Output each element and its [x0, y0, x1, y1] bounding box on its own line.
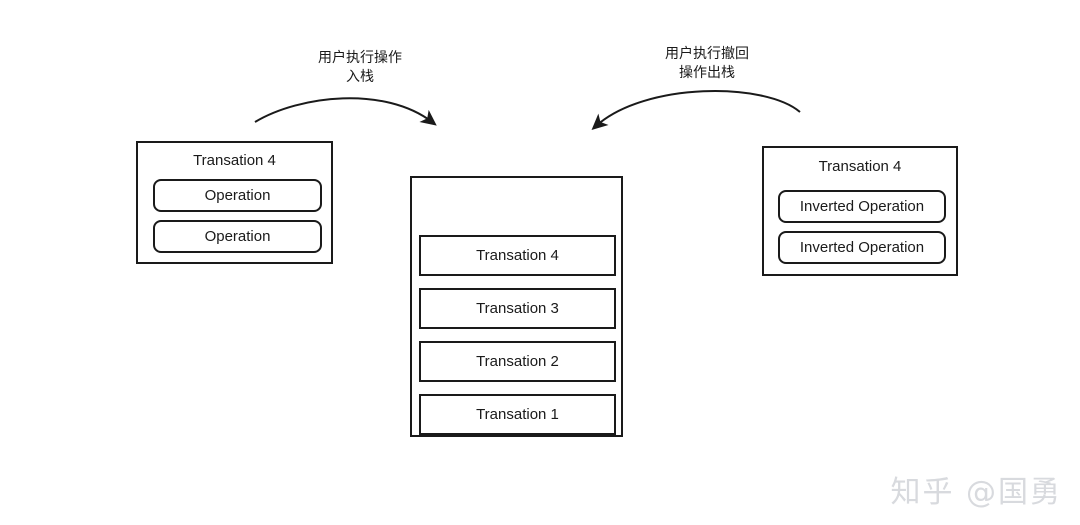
inverted-operation-box-label: Inverted Operation [799, 198, 925, 215]
operation-box[interactable]: Operation [153, 179, 322, 212]
pop-annotation: 用户执行撤回 操作出栈 [665, 45, 749, 80]
push-arrow [254, 97, 437, 126]
inverted-transaction-group: Transation 4 Inverted Operation Inverted… [762, 146, 958, 276]
inverted-operation-box[interactable]: Inverted Operation [778, 231, 946, 264]
transaction-stack: Transation 4 Transation 3 Transation 2 T… [410, 176, 623, 437]
inverted-transaction-group-title: Transation 4 [818, 158, 902, 175]
inverted-operation-box[interactable]: Inverted Operation [778, 190, 946, 223]
inverted-operation-box-label: Inverted Operation [799, 239, 925, 256]
pop-arrow [591, 90, 801, 131]
transaction-source-group-title: Transation 4 [193, 152, 276, 169]
stack-row-label: Transation 3 [476, 300, 559, 317]
stack-row[interactable]: Transation 1 [419, 394, 616, 435]
watermark: 知乎 @国勇 [890, 475, 1062, 510]
stack-row-label: Transation 2 [476, 353, 559, 370]
stack-row-label: Transation 4 [476, 247, 559, 264]
push-annotation: 用户执行操作 入栈 [318, 49, 402, 84]
operation-box-label: Operation [204, 187, 271, 204]
operation-box-label: Operation [204, 228, 271, 245]
stack-row-label: Transation 1 [476, 406, 559, 423]
stack-row[interactable]: Transation 2 [419, 341, 616, 382]
stack-row[interactable]: Transation 3 [419, 288, 616, 329]
operation-box[interactable]: Operation [153, 220, 322, 253]
stack-row[interactable]: Transation 4 [419, 235, 616, 276]
transaction-source-group: Transation 4 Operation Operation [136, 141, 333, 264]
